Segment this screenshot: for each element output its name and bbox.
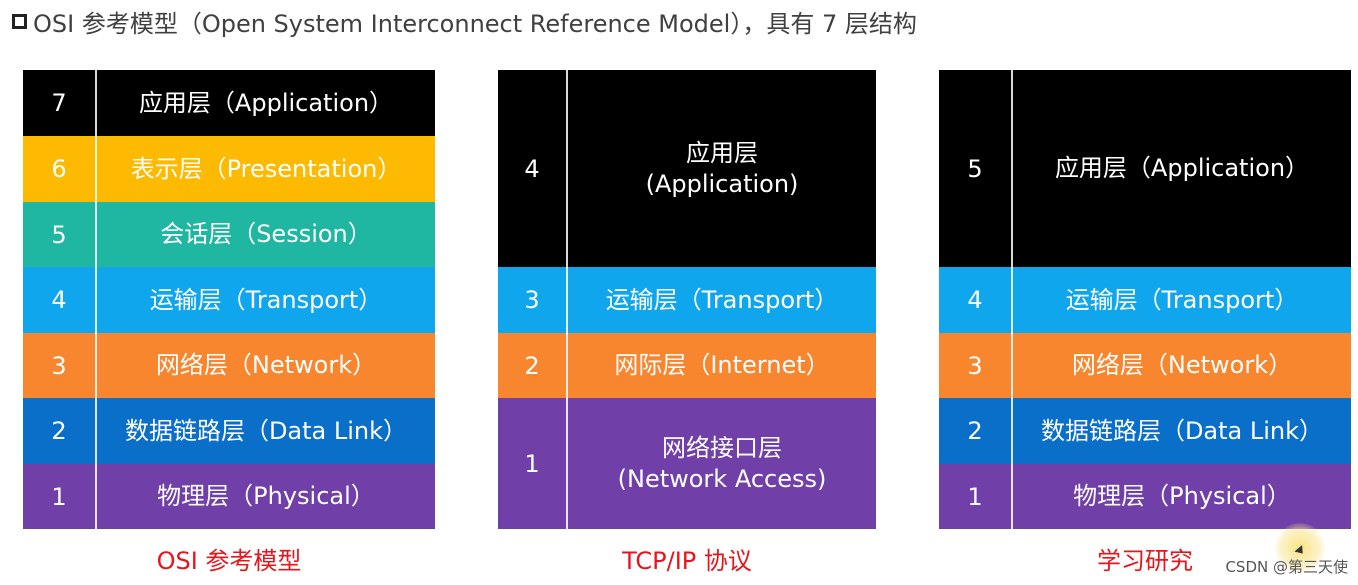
layer-name-line1: 数据链路层（Data Link）	[1040, 416, 1324, 445]
tcpip-layer-2: 2 网际层（Internet）	[498, 333, 876, 398]
study-layer-4: 4 运输层（Transport）	[939, 267, 1351, 333]
osi-layer-7: 7 应用层（Application）	[23, 70, 435, 136]
layer-name-line1: 应用层（Application）	[1054, 154, 1310, 182]
study-layer-1: 1 物理层（Physical）	[939, 464, 1351, 529]
layer-number: 6	[23, 136, 97, 202]
osi-layer-1: 1 物理层（Physical）	[23, 464, 435, 529]
layer-number: 4	[23, 267, 97, 333]
cursor-highlight	[1275, 523, 1325, 573]
layer-number: 3	[23, 333, 97, 398]
layer-name-line1: 网际层（Internet）	[614, 351, 830, 379]
layer-name-line1: 表示层（Presentation）	[130, 154, 402, 183]
layer-name-line1: 运输层（Transport）	[149, 285, 383, 314]
layer-name: 表示层（Presentation）	[97, 136, 435, 202]
study-model-stack: 5 应用层（Application） 4 运输层（Transport） 3 网络…	[939, 70, 1351, 529]
layer-name-line1: 网络层（Network）	[1071, 351, 1293, 379]
square-bullet-icon	[12, 13, 27, 29]
layer-name: 网络接口层 (Network Access)	[568, 398, 876, 529]
layer-name-line1: 应用层（Application）	[138, 88, 394, 117]
osi-layer-3: 3 网络层（Network）	[23, 333, 435, 398]
layer-number: 4	[939, 267, 1013, 333]
study-caption: 学习研究	[1097, 546, 1193, 575]
layer-number: 2	[23, 398, 97, 464]
study-layer-3: 3 网络层（Network）	[939, 333, 1351, 398]
tcpip-caption: TCP/IP 协议	[622, 546, 752, 575]
layer-name-line2: (Network Access)	[617, 464, 827, 493]
layer-number: 5	[939, 70, 1013, 267]
tcpip-layer-3: 3 运输层（Transport）	[498, 267, 876, 333]
osi-layer-4: 4 运输层（Transport）	[23, 267, 435, 333]
layer-number: 3	[939, 333, 1013, 398]
layer-name: 运输层（Transport）	[568, 267, 876, 333]
layer-name: 物理层（Physical）	[1013, 464, 1351, 529]
osi-model-stack: 7 应用层（Application） 6 表示层（Presentation） 5…	[23, 70, 435, 529]
osi-layer-6: 6 表示层（Presentation）	[23, 136, 435, 202]
layer-number: 1	[939, 464, 1013, 529]
layer-name-line1: 运输层（Transport）	[1065, 285, 1299, 314]
layer-name-line1: 运输层（Transport）	[605, 285, 839, 314]
layer-name: 网际层（Internet）	[568, 333, 876, 398]
page-title-text: OSI 参考模型（Open System Interconnect Refere…	[33, 9, 917, 38]
study-layer-2: 2 数据链路层（Data Link）	[939, 398, 1351, 464]
layer-name-line1: 会话层（Session）	[160, 220, 372, 248]
layer-name: 数据链路层（Data Link）	[1013, 398, 1351, 464]
layer-name-line1: 物理层（Physical）	[1073, 482, 1291, 510]
layer-name: 会话层（Session）	[97, 202, 435, 267]
layer-number: 7	[23, 70, 97, 136]
layer-name-line1: 应用层	[686, 138, 758, 167]
page-title: OSI 参考模型（Open System Interconnect Refere…	[12, 4, 917, 38]
osi-caption: OSI 参考模型	[156, 546, 302, 575]
layer-number: 5	[23, 202, 97, 267]
layer-number: 1	[23, 464, 97, 529]
layer-name-line1: 网络接口层	[662, 433, 782, 462]
layer-number: 3	[498, 267, 568, 333]
layer-name-line1: 网络层（Network）	[155, 351, 377, 379]
osi-layer-2: 2 数据链路层（Data Link）	[23, 398, 435, 464]
layer-name: 应用层 (Application)	[568, 70, 876, 267]
layer-number: 2	[498, 333, 568, 398]
layer-name: 数据链路层（Data Link）	[97, 398, 435, 464]
layer-name: 运输层（Transport）	[1013, 267, 1351, 333]
layer-name-line1: 物理层（Physical）	[157, 482, 375, 510]
study-layer-5: 5 应用层（Application）	[939, 70, 1351, 267]
layer-name: 应用层（Application）	[1013, 70, 1351, 267]
tcpip-model-stack: 4 应用层 (Application) 3 运输层（Transport） 2 网…	[498, 70, 876, 529]
tcpip-layer-1: 1 网络接口层 (Network Access)	[498, 398, 876, 529]
layer-number: 1	[498, 398, 568, 529]
layer-number: 4	[498, 70, 568, 267]
layer-name: 网络层（Network）	[1013, 333, 1351, 398]
layer-name: 应用层（Application）	[97, 70, 435, 136]
tcpip-layer-4: 4 应用层 (Application)	[498, 70, 876, 267]
osi-layer-5: 5 会话层（Session）	[23, 202, 435, 267]
layer-name: 网络层（Network）	[97, 333, 435, 398]
csdn-watermark: CSDN @第三天使	[1225, 558, 1348, 576]
layer-number: 2	[939, 398, 1013, 464]
layer-name-line2: (Application)	[645, 169, 799, 198]
layer-name: 运输层（Transport）	[97, 267, 435, 333]
layer-name-line1: 数据链路层（Data Link）	[124, 416, 408, 445]
layer-name: 物理层（Physical）	[97, 464, 435, 529]
